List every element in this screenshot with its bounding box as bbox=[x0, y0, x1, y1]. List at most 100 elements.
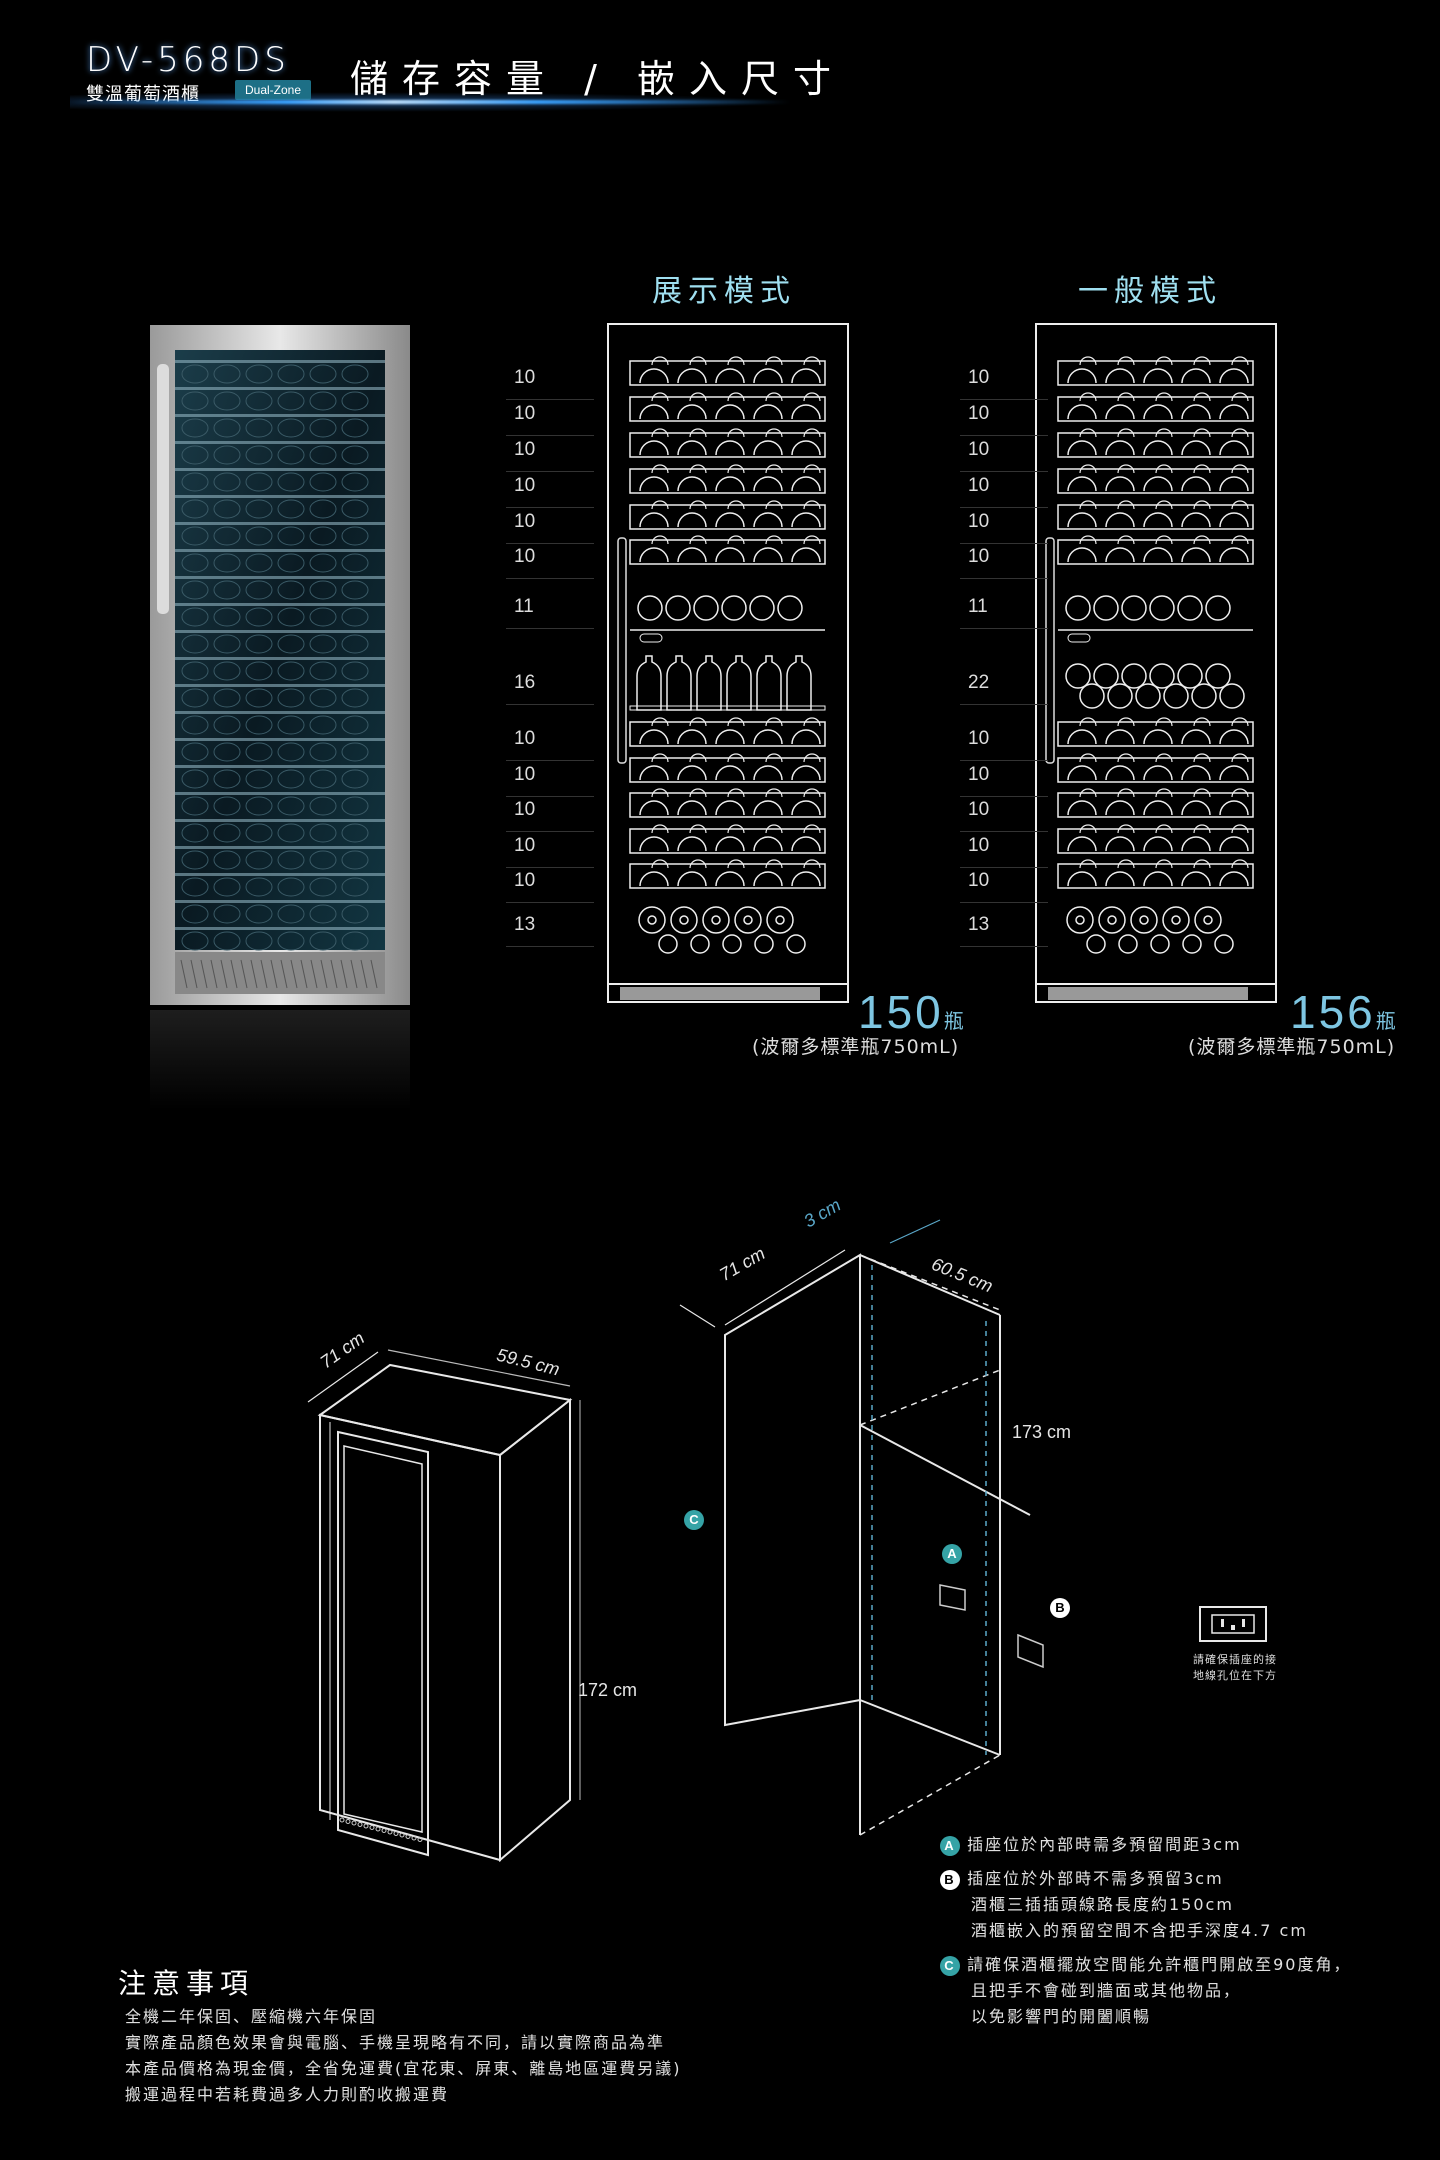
photo-grille-line bbox=[360, 959, 368, 989]
bottle-neck bbox=[727, 356, 745, 366]
photo-bottle bbox=[213, 445, 241, 465]
bottle-neck bbox=[727, 824, 745, 834]
bottle-bottom bbox=[1219, 404, 1249, 420]
photo-shelf bbox=[175, 684, 385, 687]
photo-bottle bbox=[341, 607, 369, 627]
photo-shelf bbox=[175, 657, 385, 660]
photo-bottle bbox=[245, 850, 273, 870]
bottle-neck bbox=[727, 859, 745, 869]
photo-bottle bbox=[245, 364, 273, 384]
photo-shelf bbox=[175, 873, 385, 876]
photo-bottle bbox=[213, 391, 241, 411]
bottle-neck bbox=[727, 788, 745, 798]
bottle-bottom bbox=[1143, 765, 1173, 781]
photo-bottle bbox=[213, 607, 241, 627]
bottle-end bbox=[1214, 934, 1234, 954]
photo-bottle bbox=[245, 742, 273, 762]
general-mode-shelf-count: 10 bbox=[968, 511, 990, 532]
photo-shelf bbox=[175, 360, 385, 363]
bottle-end bbox=[766, 906, 794, 934]
photo-bottle bbox=[277, 607, 305, 627]
general-mode-total-number: 156 bbox=[1290, 986, 1376, 1038]
bottle-neck bbox=[1193, 859, 1211, 869]
bottle-bottom bbox=[1067, 765, 1097, 781]
photo-bottle bbox=[245, 715, 273, 735]
photo-bottle bbox=[245, 499, 273, 519]
bottle-neck bbox=[1155, 392, 1173, 402]
photo-bottle bbox=[309, 607, 337, 627]
bottle-neck bbox=[689, 859, 707, 869]
bottle-neck bbox=[765, 428, 783, 438]
bottle-bottom bbox=[639, 404, 669, 420]
display-mode-shelf-divider bbox=[506, 946, 594, 947]
bottle-bottom bbox=[677, 800, 707, 816]
bottle-bottom bbox=[1219, 871, 1249, 887]
shelf-rack bbox=[1057, 792, 1254, 818]
photo-bottle bbox=[309, 769, 337, 789]
door-handle bbox=[617, 537, 627, 764]
bottle-neck bbox=[803, 464, 821, 474]
cabinet-grille-dot bbox=[381, 1828, 387, 1833]
bottle-bottom bbox=[791, 476, 821, 492]
bottle-neck bbox=[727, 500, 745, 510]
bottle-neck bbox=[1117, 500, 1135, 510]
bottle-bottom bbox=[1219, 440, 1249, 456]
cabinet-grille-dot bbox=[351, 1820, 357, 1826]
photo-bottle bbox=[341, 445, 369, 465]
bottle-bottom bbox=[1181, 836, 1211, 852]
bottle-neck bbox=[803, 500, 821, 510]
bottle-neck bbox=[1193, 464, 1211, 474]
bottle-neck bbox=[803, 717, 821, 727]
shelf-rack bbox=[1057, 396, 1254, 422]
bottle-bottom bbox=[715, 871, 745, 887]
bottle-bottom bbox=[1067, 512, 1097, 528]
cabinet-grille-dot bbox=[339, 1817, 345, 1823]
photo-bottle bbox=[181, 445, 209, 465]
photo-shelf bbox=[175, 765, 385, 768]
bottle-end bbox=[1205, 663, 1231, 689]
bottle-end bbox=[1065, 595, 1091, 621]
photo-bottle bbox=[213, 661, 241, 681]
general-mode-total: 156瓶 bbox=[1290, 985, 1396, 1039]
cabinet-grille-dot bbox=[345, 1819, 351, 1824]
bottle-bottom bbox=[1181, 800, 1211, 816]
bottle-bottom bbox=[677, 547, 707, 563]
photo-grille-line bbox=[260, 959, 268, 989]
bottle-end bbox=[1121, 663, 1147, 689]
photo-shelf bbox=[175, 792, 385, 795]
photo-grille-line bbox=[190, 959, 198, 989]
bottle-end bbox=[1205, 595, 1231, 621]
bottle-neck bbox=[803, 392, 821, 402]
bottle-bottom bbox=[753, 729, 783, 745]
photo-bottle bbox=[309, 796, 337, 816]
bottle-neck bbox=[1193, 535, 1211, 545]
bottle-neck bbox=[1231, 753, 1249, 763]
photo-grille-line bbox=[200, 959, 208, 989]
photo-bottle bbox=[245, 418, 273, 438]
bottle-bottom bbox=[1067, 476, 1097, 492]
bottle-neck bbox=[1079, 859, 1097, 869]
photo-bottle bbox=[309, 553, 337, 573]
bottle-neck bbox=[727, 392, 745, 402]
photo-bottle bbox=[309, 688, 337, 708]
bottle-neck bbox=[765, 392, 783, 402]
bottle-neck bbox=[803, 753, 821, 763]
bottle-neck bbox=[689, 753, 707, 763]
general-mode-shelf-count: 22 bbox=[968, 672, 990, 693]
general-mode-shelf-count: 10 bbox=[968, 403, 990, 424]
display-mode-shelf-count: 10 bbox=[514, 475, 536, 496]
bottle-bottom bbox=[1105, 368, 1135, 384]
bottle-neck bbox=[651, 753, 669, 763]
photo-bottle bbox=[341, 364, 369, 384]
bottle-bottom bbox=[791, 440, 821, 456]
bottle-neck bbox=[1155, 824, 1173, 834]
socket-note: 請確保插座的接 地線孔位在下方 bbox=[1185, 1652, 1285, 1684]
bottle-end bbox=[690, 934, 710, 954]
bottle-neck bbox=[765, 535, 783, 545]
photo-bottle bbox=[181, 904, 209, 924]
product-photo bbox=[150, 325, 410, 1110]
cabinet-grille-dot bbox=[399, 1832, 405, 1838]
display-mode-shelf-count: 10 bbox=[514, 546, 536, 567]
bottle-neck bbox=[689, 500, 707, 510]
legend: A 插座位於內部時需多預留間距3cm B 插座位於外部時不需多預留3cm 酒櫃三… bbox=[940, 1832, 1351, 2030]
